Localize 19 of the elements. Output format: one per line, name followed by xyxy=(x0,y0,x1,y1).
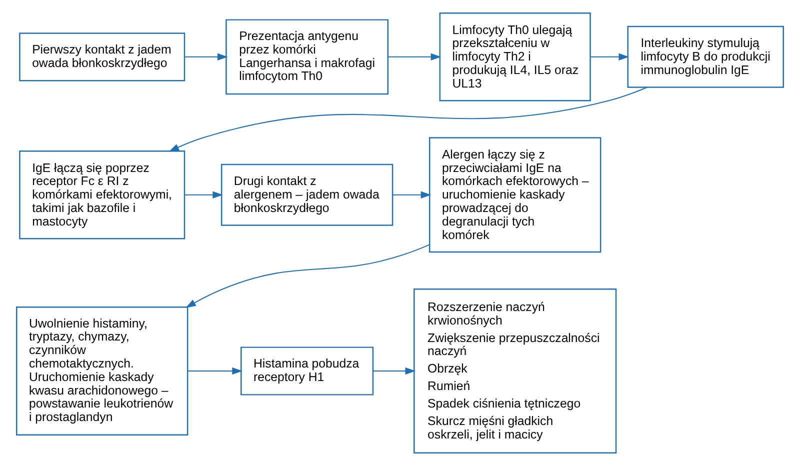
node-box: Interleukiny stymulują limfocyty B do produkcji immunoglobulin IgE xyxy=(627,25,784,88)
node-box: Prezentacja antygenu przez komórki Langerhansa i makrofagi limfocytom Th0 xyxy=(226,18,389,94)
node-box: Alergen łączy się z przeciwciałami IgE na komórkach efektorowych – uruchomienie kaskady prowadzącej do degranulacji tych komórek xyxy=(429,136,602,252)
arrow xyxy=(188,366,242,374)
node-box: Drugi kontakt z alergenem – jadem owada błonkoskrzydłego xyxy=(220,163,394,226)
arrow xyxy=(184,190,223,198)
arrow xyxy=(168,86,648,152)
node-box: Limfocyty Th0 ulegają przekształceniu w limfocyty Th2 i produkują IL4, IL5 oraz UL13 xyxy=(439,12,591,101)
arrow xyxy=(392,190,432,198)
node-box: Rozszerzenie naczyń krwionośnych Zwiększenie przepuszczalności naczyń Obrzęk Rumień Spadek ciśnienia tętniczego Skurcz mięśni gładkich oskrzeli, jelit i macicy xyxy=(414,288,617,453)
arrow xyxy=(184,52,228,60)
node-box: Uwolnienie histaminy, tryptazy, chymazy, czynników chemotaktycznych. Uruchomienie kaskady kwasu arachidonowego – powstawanie leukotrienów i prostaglandyn xyxy=(16,306,188,435)
node-box: Histamina pobudza receptory H1 xyxy=(240,346,374,395)
arrow xyxy=(590,52,630,60)
arrow xyxy=(373,366,416,374)
arrow xyxy=(186,244,430,308)
arrow xyxy=(388,52,442,60)
node-box: Pierwszy kontakt z jadem owada błonkoskrzydłego xyxy=(19,32,186,81)
node-box: IgE łączą się poprzez receptor Fc ε RI z komórkami efektorowymi, takimi jak bazofile i mastocyty xyxy=(19,150,186,239)
